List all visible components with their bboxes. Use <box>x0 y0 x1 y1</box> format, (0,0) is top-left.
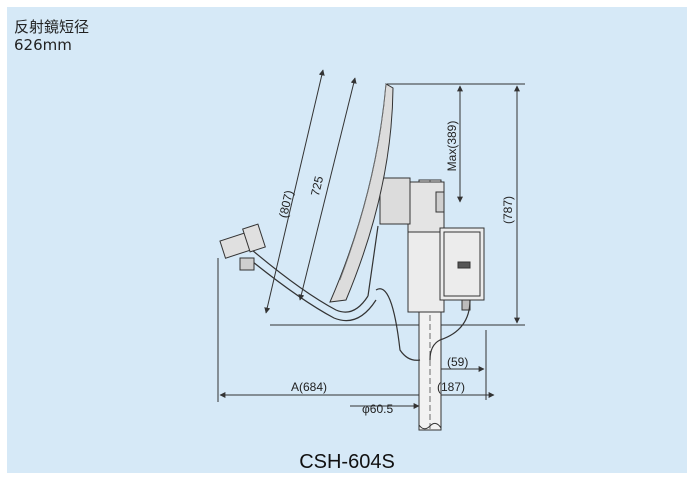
cable-converter <box>429 299 471 361</box>
model-name: CSH-604S <box>299 451 395 473</box>
dim-mast-to-back: (187) <box>437 380 465 394</box>
converter-connector <box>457 261 471 269</box>
dim-pipe-diameter: φ60.5 <box>362 402 393 416</box>
dish-inner-dimline <box>298 77 357 301</box>
lnb-holder <box>239 257 255 271</box>
clamp-bolt <box>435 191 445 213</box>
converter-panel <box>443 231 481 297</box>
pipe-break <box>418 422 442 430</box>
feed-arm-upper <box>251 249 369 313</box>
cable-arm <box>375 288 421 361</box>
reflector-spec: 反射鏡短径 626mm <box>14 18 89 54</box>
reflector-rim <box>339 83 387 281</box>
feed-arm-lower <box>247 257 377 322</box>
dish-mount <box>379 177 411 225</box>
dim-total-height: (787) <box>501 196 515 224</box>
dim-mast-top: Max(389) <box>445 121 459 172</box>
lower-bracket <box>407 231 445 313</box>
reflector-value: 626mm <box>14 36 72 54</box>
dim-dish-outer: (807) <box>276 189 296 219</box>
dim-dish-inner: 725 <box>308 174 326 197</box>
lnb-horn <box>242 223 266 253</box>
dim-mast-offset: (59) <box>447 355 468 369</box>
reflector-label: 反射鏡短径 <box>14 18 90 36</box>
arm-support <box>367 225 379 297</box>
dim-arm-reach: A(684) <box>291 380 327 394</box>
